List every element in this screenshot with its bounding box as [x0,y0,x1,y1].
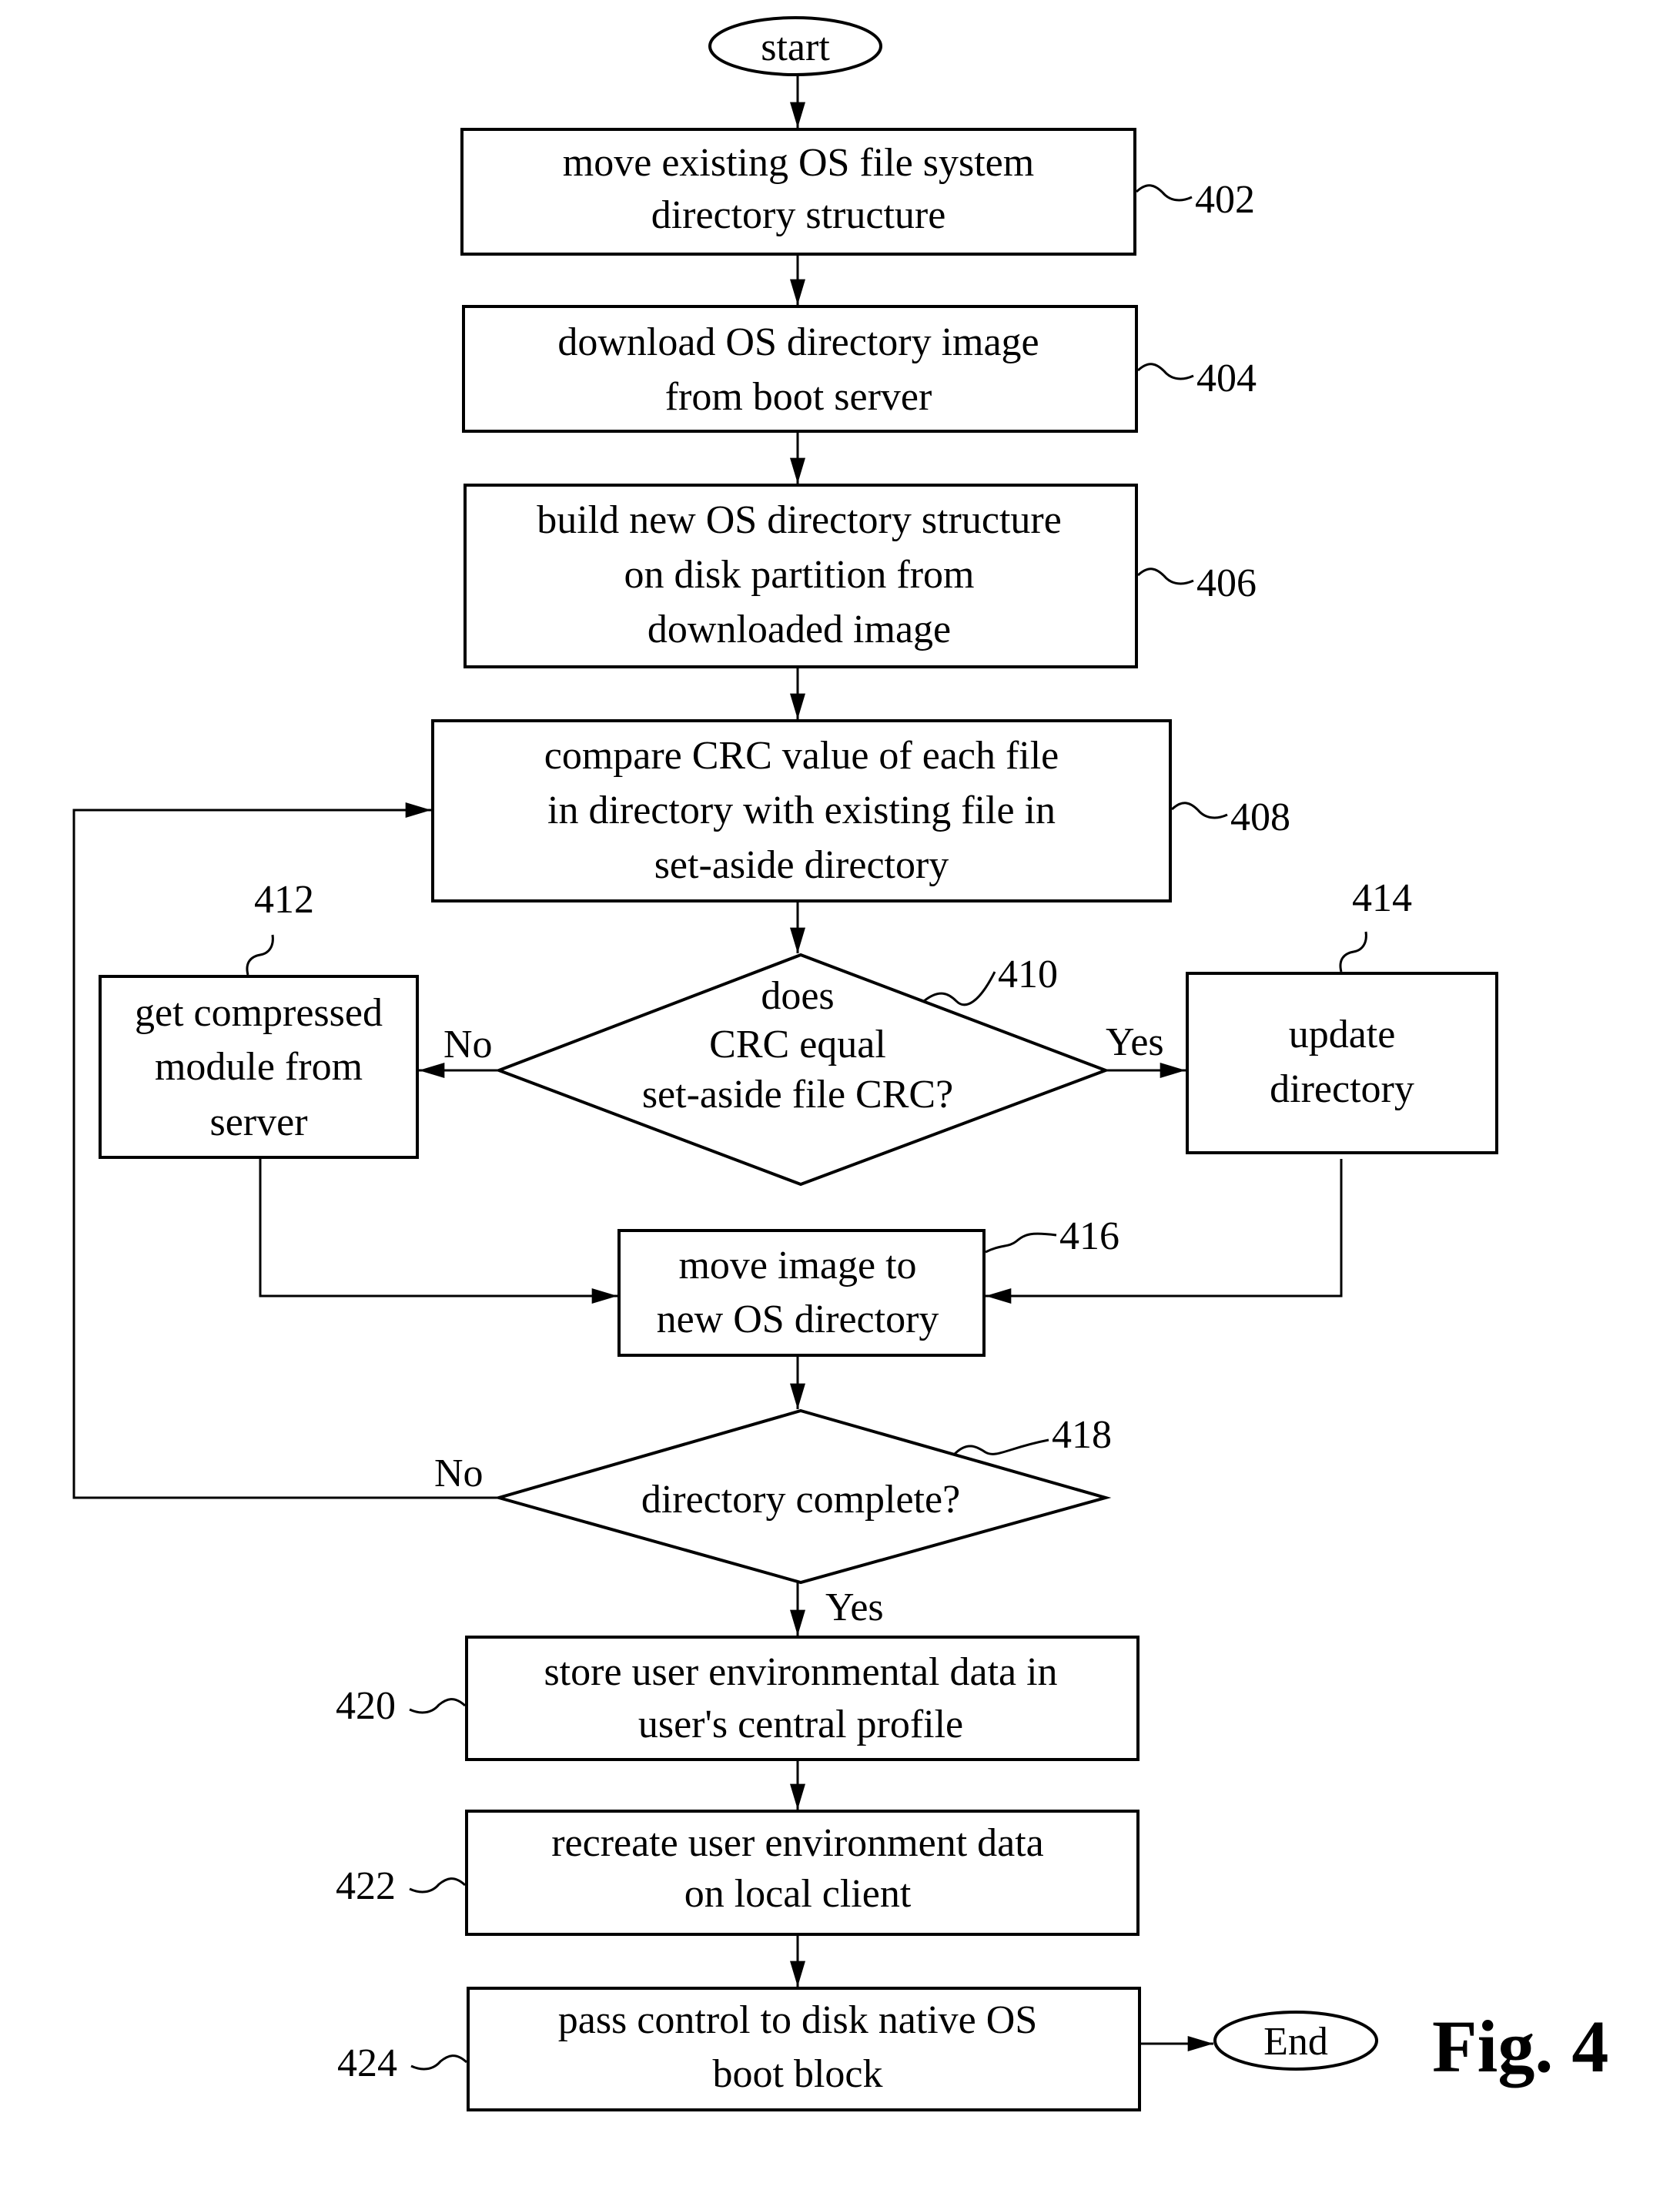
step-416-line-2: new OS directory [657,1298,939,1341]
step-414-line-2: directory [1270,1067,1414,1111]
decision-410-yes-label: Yes [1106,1020,1164,1064]
ref-410: 410 [998,953,1058,996]
step-414-line-1: update [1289,1013,1396,1056]
connectors [72,75,1343,2051]
ref-402: 402 [1195,178,1255,222]
step-422: recreate user environment data on local … [336,1810,1140,1936]
start-label: start [761,25,830,69]
decision-410-line-3: set-aside file CRC? [642,1073,953,1117]
ref-414: 414 [1352,876,1412,920]
decision-418-line-1: directory complete? [641,1478,960,1522]
step-406-line-1: build new OS directory structure [537,498,1062,542]
step-402: move existing OS file system directory s… [460,128,1255,256]
end-terminal: End [1213,2011,1378,2071]
decision-418-no-label: No [434,1452,484,1495]
ref-420: 420 [336,1684,396,1728]
decision-410-no-label: No [443,1023,493,1067]
decision-410-line-2: CRC equal [709,1023,886,1067]
ref-404-leader [1136,363,1194,380]
decision-410: does CRC equal set-aside file CRC? 410 N… [443,953,1164,1187]
ref-424-leader [410,2054,468,2071]
step-404-line-1: download OS directory image [557,320,1039,364]
arrow-412-to-416 [259,1159,618,1304]
start-terminal: start [708,16,882,76]
ref-406: 406 [1196,561,1257,605]
step-402-line-2: directory structure [651,193,946,237]
step-412-line-3: server [209,1100,307,1144]
ref-408: 408 [1230,795,1290,839]
step-424: pass control to disk native OS boot bloc… [337,1987,1141,2111]
ref-412: 412 [254,878,314,922]
ref-404: 404 [1196,357,1257,400]
step-424-line-1: pass control to disk native OS [558,1998,1038,2042]
ref-424: 424 [337,2041,397,2085]
step-416: move image to new OS directory 416 [617,1214,1119,1357]
step-404: download OS directory image from boot se… [462,305,1257,433]
figure-label: Fig. 4 [1432,2005,1608,2088]
step-408: compare CRC value of each file in direct… [431,719,1290,902]
step-408-line-2: in directory with existing file in [547,789,1056,832]
arrow-418-no-loop-to-408 [72,802,499,1499]
step-406: build new OS directory structure on disk… [464,484,1257,668]
ref-422-leader [409,1877,467,1894]
ref-420-leader [409,1698,467,1714]
ref-402-leader [1135,184,1193,202]
step-420-line-2: user's central profile [638,1703,963,1746]
end-label: End [1263,2020,1328,2064]
ref-418-leader [953,1438,1049,1455]
arrow-414-to-416 [986,1159,1343,1304]
step-422-line-1: recreate user environment data [551,1821,1044,1865]
ref-408-leader [1170,802,1228,819]
step-420-line-1: store user environmental data in [544,1650,1057,1694]
ref-406-leader [1136,568,1194,585]
step-412-line-1: get compressed [135,991,383,1035]
ref-418: 418 [1052,1413,1112,1457]
ref-412-leader [246,934,274,976]
step-408-line-1: compare CRC value of each file [544,734,1059,778]
step-406-line-2: on disk partition from [624,553,975,597]
step-404-line-2: from boot server [665,375,932,419]
decision-418-yes-label: Yes [825,1586,884,1629]
step-422-line-2: on local client [684,1872,912,1916]
step-420: store user environmental data in user's … [336,1636,1140,1761]
ref-410-leader [923,971,996,1006]
step-412: get compressed module from server 412 [99,878,419,1159]
decision-418: directory complete? 418 No Yes [434,1408,1112,1629]
step-402-line-1: move existing OS file system [563,141,1034,185]
step-412-line-2: module from [155,1045,363,1089]
ref-416-leader [985,1232,1057,1254]
step-416-line-1: move image to [678,1244,916,1288]
step-424-line-2: boot block [713,2052,883,2096]
ref-422: 422 [336,1864,396,1908]
ref-416: 416 [1059,1214,1119,1258]
step-408-line-3: set-aside directory [654,843,949,887]
step-406-line-3: downloaded image [648,608,951,651]
decision-410-line-1: does [761,974,834,1018]
ref-414-leader [1339,931,1367,973]
step-414: update directory 414 [1186,876,1498,1154]
